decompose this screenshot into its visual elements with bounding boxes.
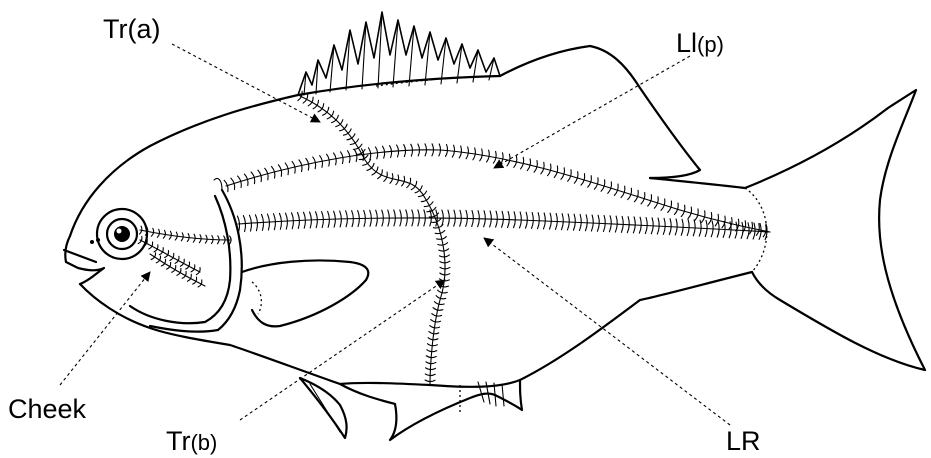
- fish-drawing: [64, 12, 925, 440]
- transverse-scale-row: [300, 96, 445, 385]
- head: [64, 178, 242, 331]
- leader-tr-b: [240, 280, 445, 420]
- leader-ll-p: [494, 56, 690, 168]
- label-cheek: Cheek: [8, 394, 87, 424]
- label-lr: LR: [726, 426, 761, 456]
- body-back-to-tail: [650, 178, 745, 188]
- nostril-dots: [90, 240, 94, 244]
- soft-dorsal-fin: [500, 46, 700, 178]
- pelvic-fin: [300, 378, 347, 438]
- pectoral-fin: [242, 260, 368, 326]
- pupil: [114, 226, 130, 242]
- label-tr-a: Tr(a): [103, 14, 160, 44]
- label-ll-p: Ll(p): [676, 28, 724, 58]
- label-tr-b: Tr(b): [166, 426, 217, 456]
- opercle-edge: [150, 190, 242, 332]
- caudal-fin: [745, 90, 925, 370]
- leader-cheek: [60, 272, 150, 385]
- leader-lines: [60, 44, 730, 425]
- body-ventral-outline: [80, 272, 752, 387]
- preopercle: [130, 196, 230, 323]
- leader-tr-a: [172, 44, 320, 122]
